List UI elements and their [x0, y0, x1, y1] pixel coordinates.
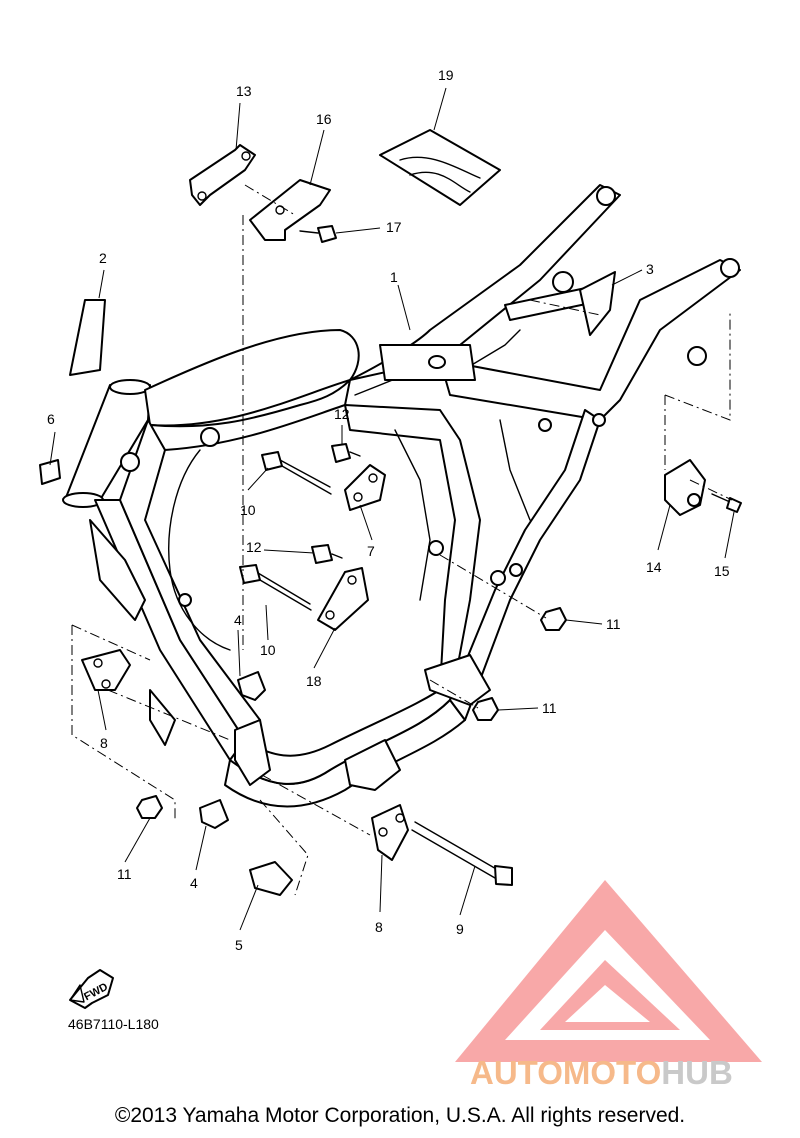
leader-lines — [49, 87, 735, 931]
callout-19: 19 — [438, 67, 454, 83]
callout-10-lower: 10 — [260, 642, 276, 658]
main-frame — [62, 184, 741, 808]
part-6-cap — [39, 459, 61, 485]
callout-4-lower: 4 — [190, 875, 198, 891]
part-11-nut-right — [540, 607, 567, 631]
part-4-clamp-upper — [237, 671, 266, 701]
callout-15: 15 — [714, 563, 730, 579]
part-5-clamp — [249, 861, 293, 896]
part-7-plate — [344, 464, 386, 511]
callout-12-lower: 12 — [246, 539, 262, 555]
callout-11-right: 11 — [606, 616, 621, 632]
callout-17: 17 — [386, 219, 402, 235]
callout-18: 18 — [306, 673, 322, 689]
callout-11-mid: 11 — [542, 700, 557, 716]
copyright-notice: ©2013 Yamaha Motor Corporation, U.S.A. A… — [114, 1104, 686, 1127]
part-12-bolt-lower — [311, 544, 343, 564]
part-9-bolt — [411, 821, 513, 886]
callout-9: 9 — [456, 921, 464, 937]
part-11-nut-mid — [472, 697, 499, 721]
callout-2: 2 — [99, 250, 107, 266]
watermark-brand: AUTOMOTOHUB — [470, 1054, 733, 1092]
part-19-pad — [379, 129, 501, 206]
part-2-decal — [69, 299, 106, 376]
callout-4-upper: 4 — [234, 612, 242, 628]
part-17-bolt — [299, 225, 337, 243]
watermark-part1: AUTOMOTO — [470, 1054, 662, 1091]
part-15-bolt — [711, 493, 742, 513]
part-14-bracket — [664, 459, 706, 516]
part-13-bracket — [189, 144, 256, 206]
part-10-bolt-lower — [239, 564, 312, 611]
part-8-bracket-left — [81, 649, 131, 691]
alignment-lines — [71, 184, 733, 896]
callout-8-right: 8 — [375, 919, 383, 935]
callout-5: 5 — [235, 937, 243, 953]
part-10-bolt-upper — [261, 451, 332, 495]
part-8-bracket-right — [371, 804, 409, 861]
callout-8-left: 8 — [100, 735, 108, 751]
watermark-part2: HUB — [661, 1054, 733, 1091]
automotohub-logo — [455, 880, 762, 1062]
callout-1: 1 — [390, 269, 398, 285]
callout-7: 7 — [367, 543, 375, 559]
part-4-clamp-lower — [199, 799, 229, 829]
part-18-plate — [317, 567, 369, 631]
callout-10-upper: 10 — [240, 502, 256, 518]
fwd-arrow: FWD — [69, 969, 114, 1009]
callout-16: 16 — [316, 111, 332, 127]
callout-12-upper: 12 — [334, 406, 350, 422]
callout-3: 3 — [646, 261, 654, 277]
part-16-bracket — [249, 179, 331, 241]
callout-13: 13 — [236, 83, 252, 99]
callout-14: 14 — [646, 559, 662, 575]
callouts: 1 2 3 4 4 5 6 7 8 8 9 10 10 11 11 11 12 … — [47, 67, 730, 953]
part-12-bolt-upper — [331, 443, 361, 463]
callout-11-left: 11 — [117, 866, 132, 882]
part-3-plate — [579, 271, 616, 336]
part-11-nut-left — [136, 795, 163, 819]
callout-6: 6 — [47, 411, 55, 427]
drawing-code: 46B7110-L180 — [68, 1016, 159, 1032]
